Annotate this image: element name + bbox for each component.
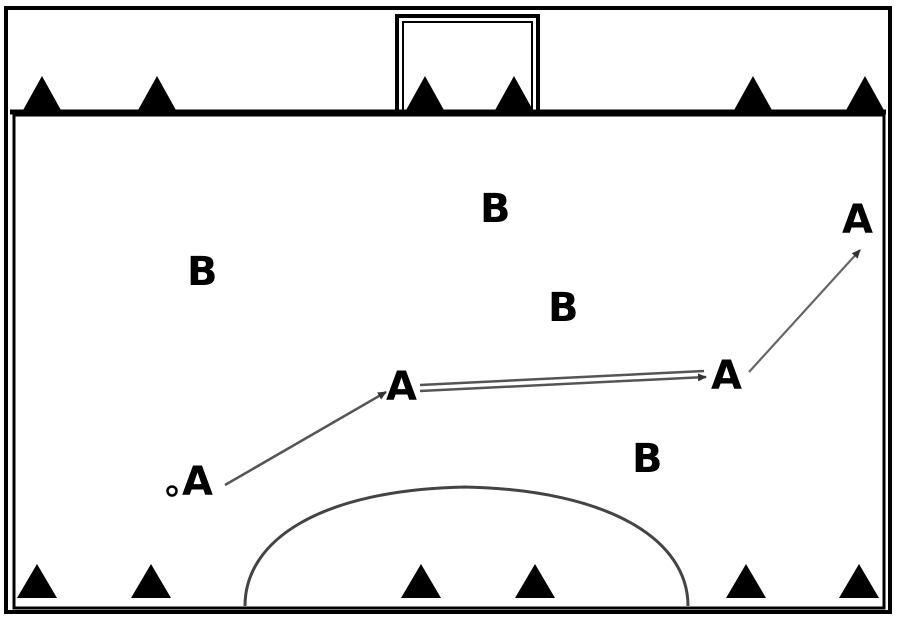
- outer-border: [4, 6, 892, 614]
- goal-box: [395, 14, 540, 112]
- player-b3: B: [548, 285, 579, 331]
- cone-icon: [733, 76, 773, 112]
- pass-arrow-2-a: [419, 369, 705, 387]
- player-b1: B: [187, 249, 218, 295]
- cone-icon: [22, 76, 62, 112]
- cone-icon: [726, 564, 766, 598]
- player-b2: B: [480, 186, 511, 232]
- cone-icon: [845, 76, 885, 112]
- cone-icon: [515, 564, 555, 598]
- player-a2: A: [386, 364, 417, 410]
- pass-arrows: [224, 249, 861, 487]
- goal-box-inner: [402, 21, 533, 112]
- cone-icon: [839, 564, 879, 598]
- start-marker-icon: [166, 485, 178, 497]
- cone-icon: [131, 564, 171, 598]
- player-a4: A: [842, 197, 873, 243]
- cone-icon: [17, 564, 57, 598]
- bottom-arc: [243, 485, 690, 607]
- pass-arrow-1: [224, 390, 387, 487]
- top-cones: [22, 76, 885, 112]
- bottom-cones: [17, 564, 879, 598]
- cone-icon: [137, 76, 177, 112]
- player-a1: A: [182, 459, 213, 505]
- pass-arrow-3: [748, 249, 861, 373]
- pass-arrow-2-b: [419, 373, 707, 393]
- cone-icon: [405, 76, 445, 112]
- cone-icon: [401, 564, 441, 598]
- cone-icon: [494, 76, 534, 112]
- player-b4: B: [632, 436, 663, 482]
- player-a3: A: [711, 353, 742, 399]
- playing-area-border: [12, 113, 886, 610]
